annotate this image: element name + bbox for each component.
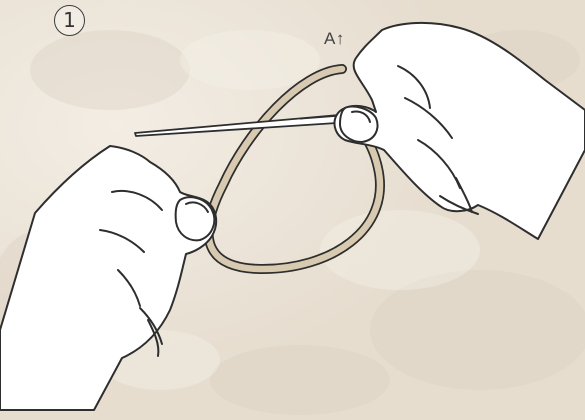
step-number: 1 <box>63 10 76 30</box>
step-number-badge: 1 <box>54 5 85 36</box>
left-hand-icon <box>0 146 216 410</box>
point-a-label: A↑ <box>324 30 345 47</box>
cord-loop-icon <box>209 69 380 269</box>
lacing-needle-icon <box>135 114 352 136</box>
